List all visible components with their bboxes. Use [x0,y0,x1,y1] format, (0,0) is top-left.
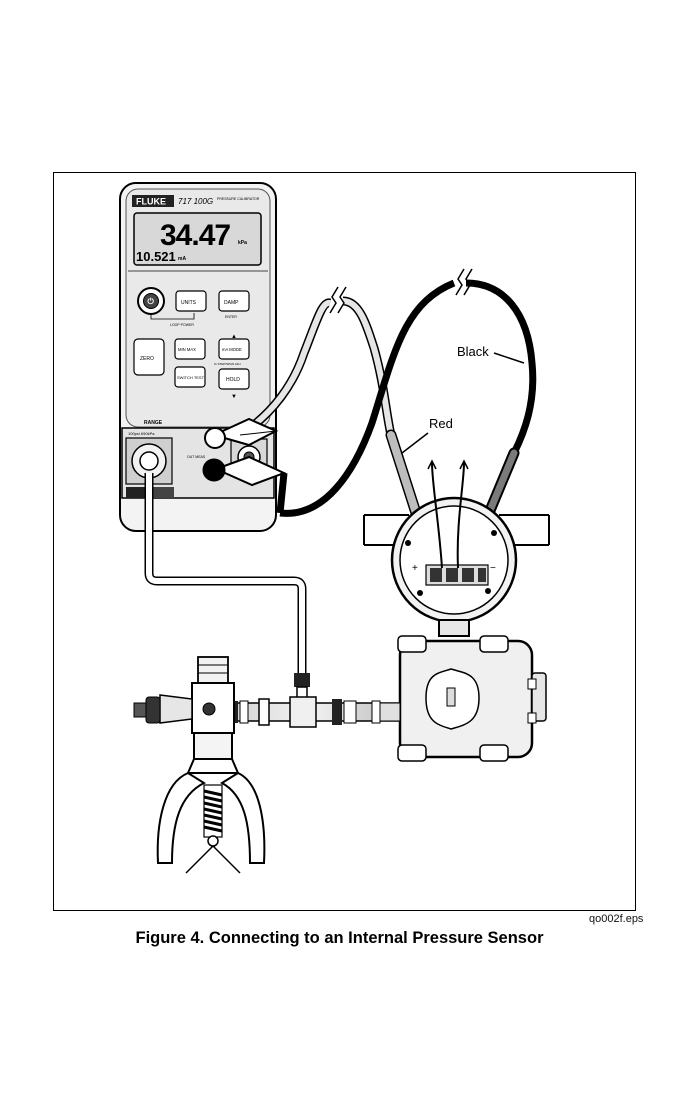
svg-text:ZERO: ZERO [140,356,154,362]
svg-text:mA MODE: mA MODE [222,347,242,352]
range-value: 100psi 690kPa [128,431,155,436]
power-icon: ⏻ [148,297,155,306]
red-terminal [205,428,225,448]
svg-text:DAMP: DAMP [224,300,239,306]
brand-logo: FLUKE [136,197,166,207]
svg-text:MIN MAX: MIN MAX [178,347,196,352]
figure-caption: Figure 4. Connecting to an Internal Pres… [0,929,679,948]
svg-text:UNITS: UNITS [181,300,197,306]
black-terminal [203,459,225,481]
jack-label: OUT MEAS [187,455,206,459]
plus-terminal-label: + [412,563,418,574]
display-sub-reading: 10.521 [136,249,176,264]
step-span-label: % STEP/SPAN ADJ [214,362,241,366]
pump-handle-right [222,773,264,863]
display-sub-unit: mA [178,256,186,262]
arrow-down-icon: ▼ [231,394,237,400]
vernier-knob [146,697,160,723]
figure-frame: FLUKE 717 100G PRESSURE CALIBRATOR 34.47… [53,172,636,911]
black-lead-label: Black [457,344,489,359]
figure-file-name: qo002f.eps [589,913,643,925]
model-subtitle: PRESSURE CALIBRATOR [217,197,260,201]
range-label: RANGE [144,420,163,426]
enter-label: ENTER [225,315,237,319]
hand-pump [134,657,400,873]
display-main-unit: kPa [238,240,247,246]
minus-terminal-label: − [490,563,496,574]
loop-power-label: LOOP POWER [170,323,194,327]
svg-text:HOLD: HOLD [226,377,240,383]
model-number: 717 100G [178,197,213,206]
display-main-reading: 34.47 [160,219,230,252]
svg-text:SWITCH TEST: SWITCH TEST [177,375,205,380]
pump-handle-left [158,773,204,863]
red-lead-label: Red [429,416,453,431]
connection-diagram: FLUKE 717 100G PRESSURE CALIBRATOR 34.47… [54,173,636,911]
arrow-up-icon: ▲ [231,334,237,340]
